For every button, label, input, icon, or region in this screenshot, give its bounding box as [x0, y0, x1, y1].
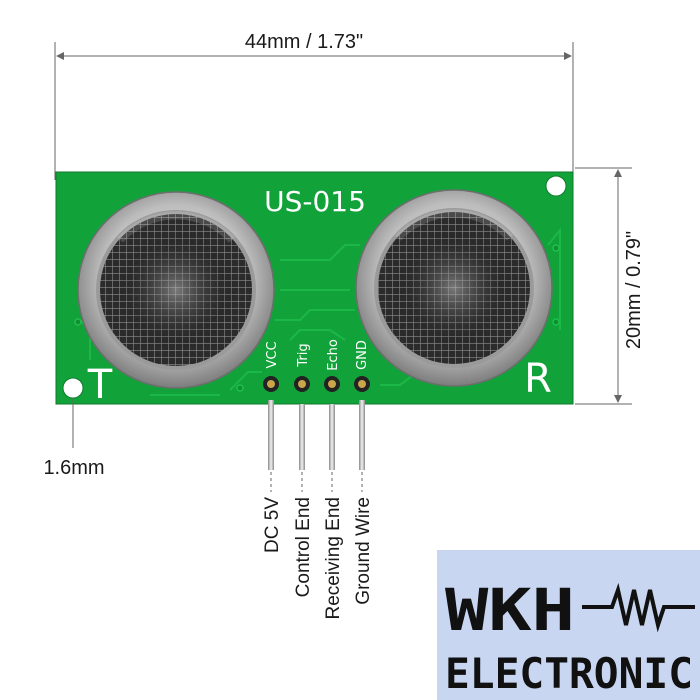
pin-function-gnd: Ground Wire — [353, 497, 374, 605]
pin-vcc — [263, 376, 279, 470]
pin-silk-echo: Echo — [326, 339, 341, 371]
brand-logo: WKH ELECTRONIC — [437, 550, 700, 700]
width-dimension: 44mm / 1.73" — [54, 31, 574, 180]
pin-silkscreen: VCC Trig Echo GND — [265, 339, 370, 371]
header-pins — [263, 376, 370, 470]
pin-silk-vcc: VCC — [265, 341, 280, 368]
logo-line2: ELECTRONIC — [445, 649, 693, 698]
model-label: US-015 — [264, 185, 366, 218]
pin-function-trig: Control End — [293, 497, 314, 597]
resistor-zigzag-icon — [582, 582, 695, 633]
transmitter-mark: T — [87, 362, 113, 408]
pin-silk-gnd: GND — [355, 340, 370, 370]
mounting-hole-top-right — [545, 175, 567, 197]
height-dimension: 20mm / 0.79" — [575, 167, 645, 405]
receiver-transducer — [355, 189, 553, 387]
pin-function-echo: Receiving End — [323, 497, 344, 620]
width-label: 44mm / 1.73" — [245, 31, 363, 53]
pin-gnd — [354, 376, 370, 470]
pin-function-vcc: DC 5V — [262, 497, 283, 553]
hole-dimension: 1.6mm — [43, 398, 105, 479]
pin-leader-lines — [270, 472, 363, 492]
pin-trig — [294, 376, 310, 470]
vias — [74, 244, 560, 392]
receiver-mark: R — [524, 356, 552, 402]
mounting-hole-bottom-left — [62, 377, 84, 399]
hole-label: 1.6mm — [43, 457, 104, 479]
pin-function-labels: DC 5V Control End Receiving End Ground W… — [262, 497, 374, 620]
logo-line1: WKH — [445, 576, 575, 644]
height-label: 20mm / 0.79" — [623, 231, 645, 349]
transmitter-transducer — [77, 191, 275, 389]
pin-silk-trig: Trig — [296, 343, 311, 367]
pin-echo — [324, 376, 340, 470]
